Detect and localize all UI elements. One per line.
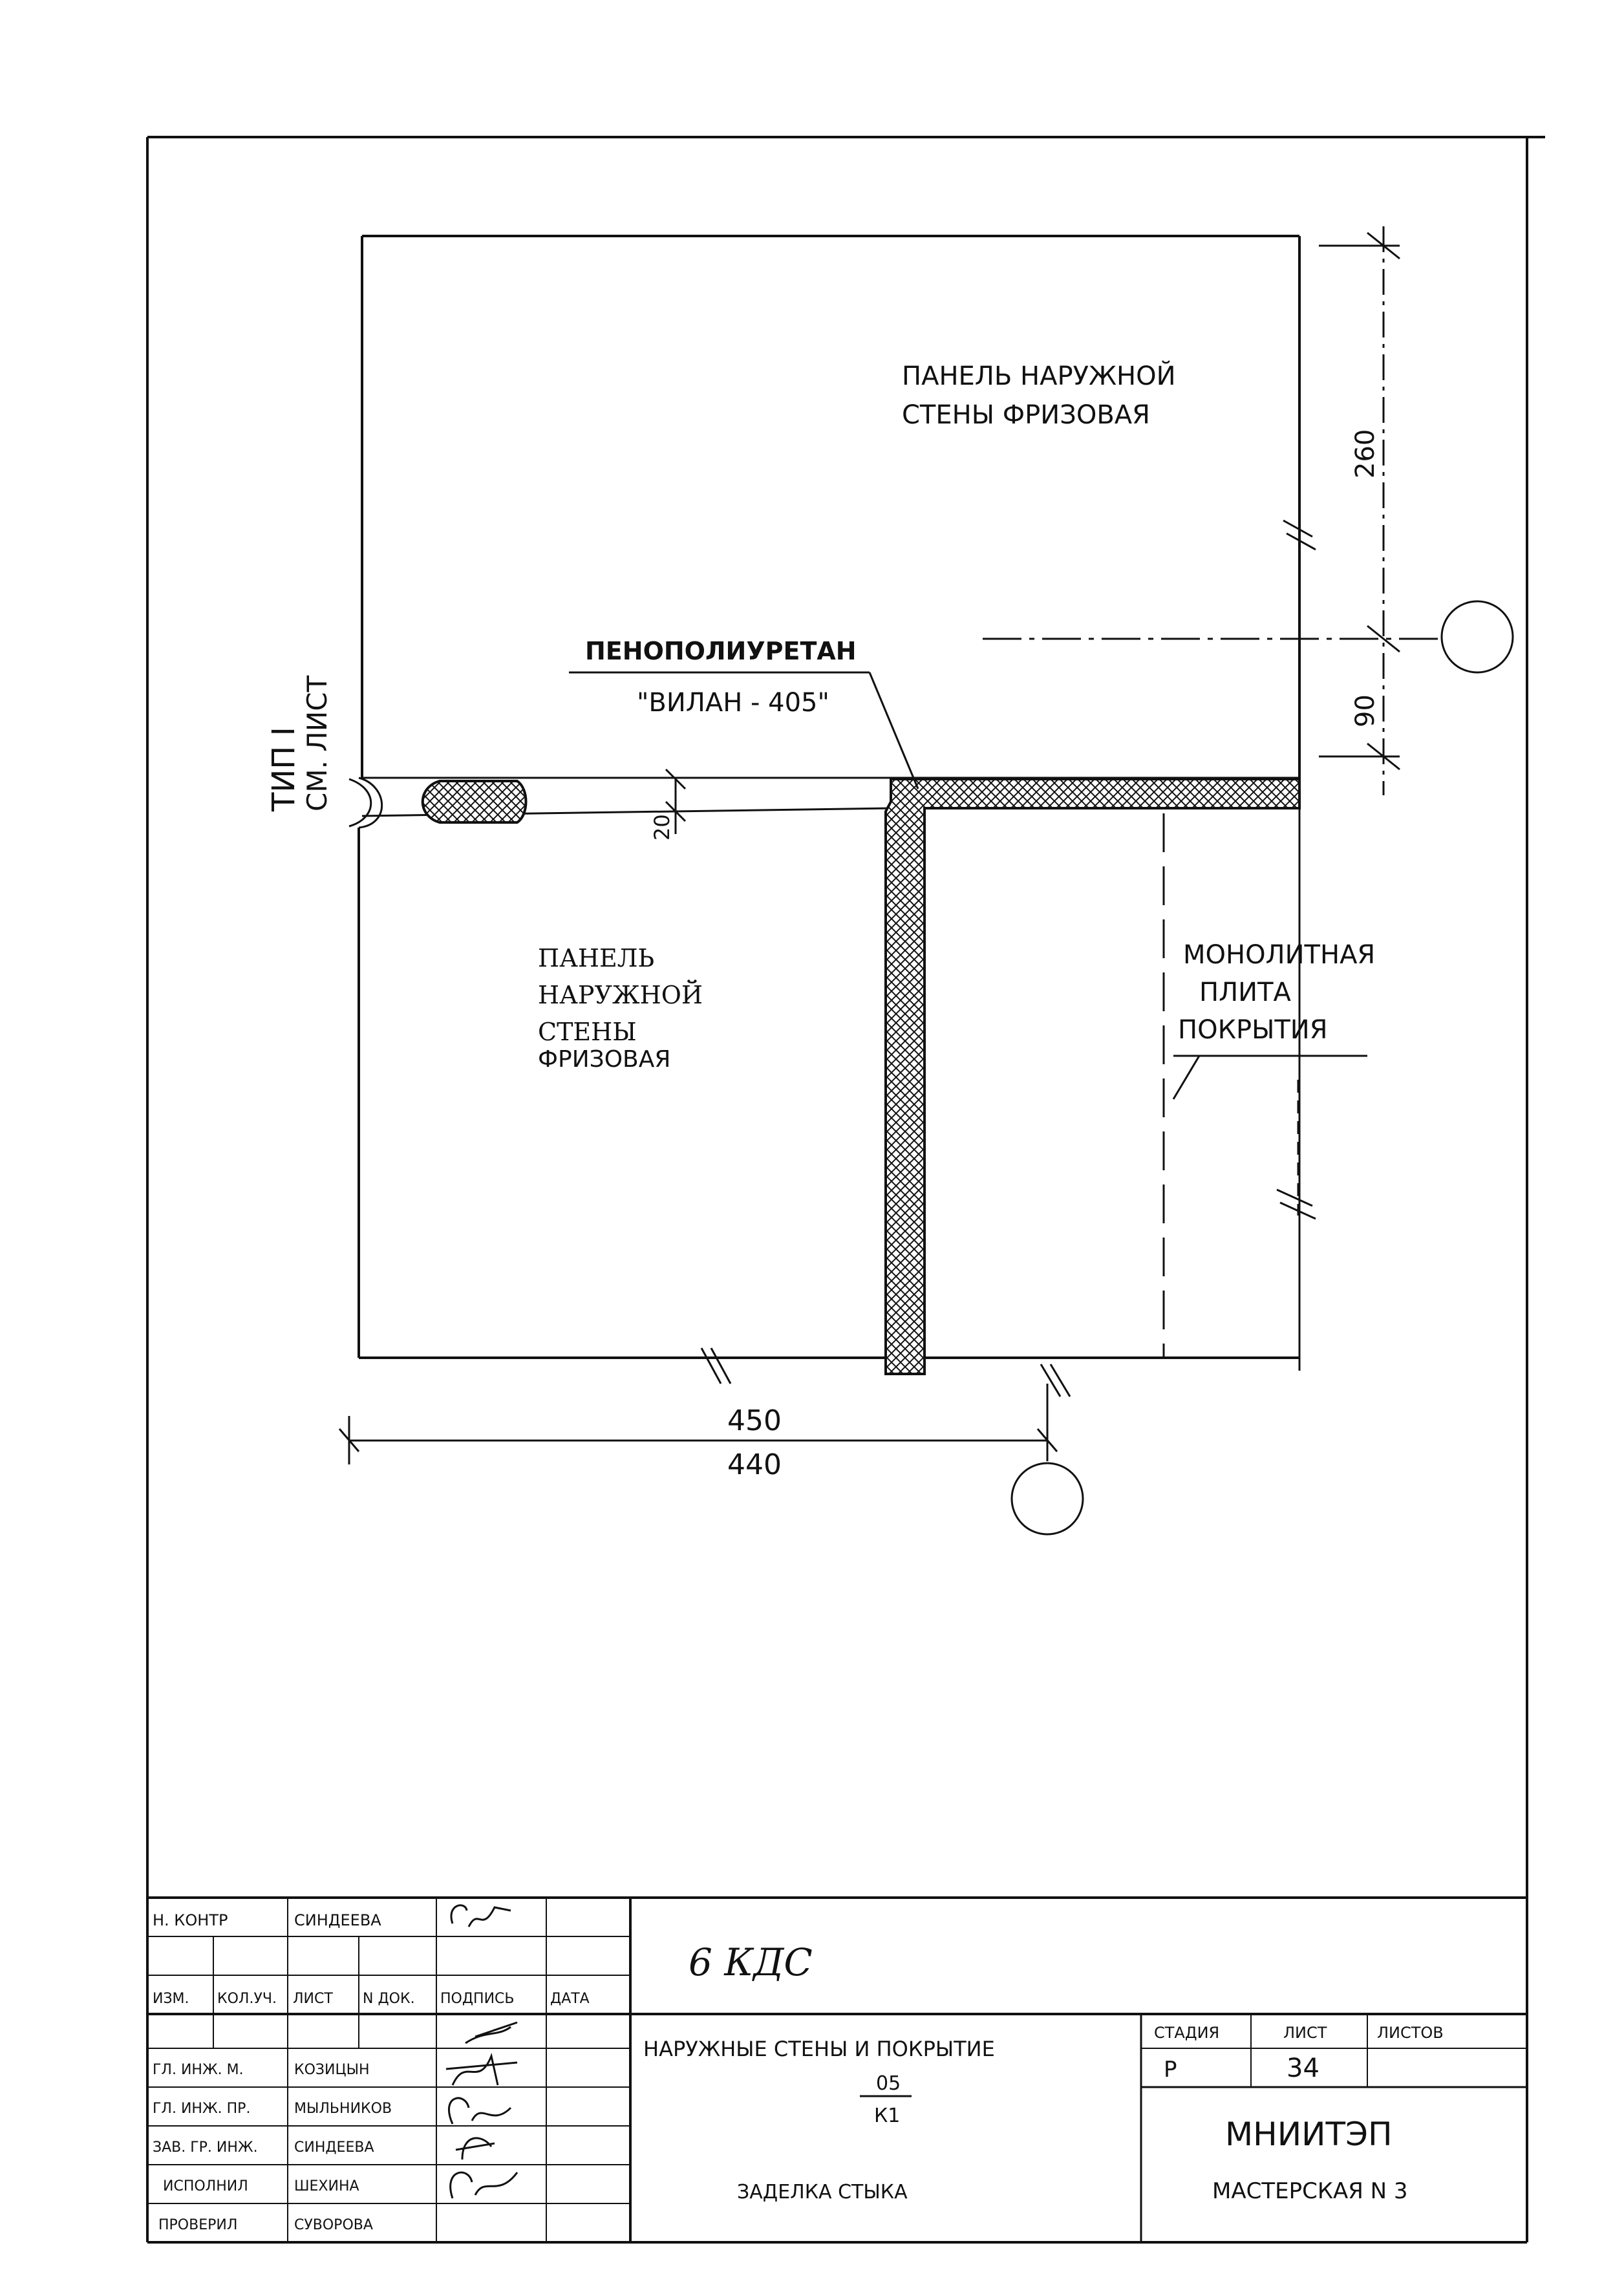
project-code: 6 КДС bbox=[689, 1940, 813, 1984]
axis-marker-right bbox=[1440, 600, 1514, 674]
dimension-450: 450 bbox=[727, 1404, 782, 1437]
dimension-440: 440 bbox=[727, 1448, 782, 1481]
role-chief-engineer-pr: ГЛ. ИНЖ. ПР. bbox=[153, 2101, 250, 2117]
left-panel-label-line2: НАРУЖНОЙ bbox=[538, 980, 703, 1009]
left-panel-label-line3: СТЕНЫ bbox=[538, 1018, 637, 1046]
sheet-header: ЛИСТ bbox=[1283, 2024, 1327, 2042]
foam-fill bbox=[421, 778, 1301, 1375]
name-chief-engineer-m: КОЗИЦЫН bbox=[294, 2062, 370, 2078]
left-panel-label-line1: ПАНЕЛЬ bbox=[538, 944, 654, 972]
dimension-90: 90 bbox=[1351, 694, 1380, 727]
sheet-value: 34 bbox=[1287, 2053, 1320, 2083]
axis-marker-bottom bbox=[1010, 1462, 1084, 1536]
name-norm-control: СИНДЕЕВА bbox=[294, 1911, 381, 1929]
upper-panel-outline bbox=[361, 235, 1316, 779]
drawing-fraction-bottom: К1 bbox=[874, 2105, 900, 2127]
section-title: НАРУЖНЫЕ СТЕНЫ И ПОКРЫТИЕ bbox=[643, 2037, 995, 2061]
role-executor: ИСПОЛНИЛ bbox=[163, 2178, 248, 2194]
slab-label-line2: ПЛИТА bbox=[1199, 978, 1292, 1007]
header-podpis: ПОДПИСЬ bbox=[440, 1991, 515, 2007]
header-n-dok: N ДОК. bbox=[363, 1991, 415, 2007]
role-group-head: ЗАВ. ГР. ИНЖ. bbox=[153, 2139, 258, 2156]
leader-lines bbox=[569, 671, 1367, 1100]
role-chief-engineer-m: ГЛ. ИНЖ. М. bbox=[153, 2062, 244, 2078]
workshop-name: МАСТЕРСКАЯ N 3 bbox=[1212, 2178, 1408, 2204]
dimension-20: 20 bbox=[650, 814, 674, 841]
sheet-frame bbox=[146, 136, 1545, 2244]
header-list: ЛИСТ bbox=[293, 1991, 333, 2007]
header-kol-uch: КОЛ.УЧ. bbox=[217, 1991, 277, 2007]
sheet-title: ЗАДЕЛКА СТЫКА bbox=[737, 2181, 908, 2203]
role-checker: ПРОВЕРИЛ bbox=[158, 2217, 237, 2233]
lower-panel-outline bbox=[358, 802, 1316, 1397]
sheets-header: ЛИСТОВ bbox=[1377, 2024, 1444, 2042]
role-norm-control: Н. КОНТР bbox=[153, 1911, 228, 1929]
signatures bbox=[445, 1904, 518, 2199]
slab-label-line1: МОНОЛИТНАЯ bbox=[1183, 940, 1375, 970]
name-chief-engineer-pr: МЫЛЬНИКОВ bbox=[294, 2101, 392, 2117]
foam-label-line1: ПЕНОПОЛИУРЕТАН bbox=[585, 637, 857, 665]
organization-name: МНИИТЭП bbox=[1225, 2116, 1393, 2153]
dimension-260: 260 bbox=[1351, 429, 1380, 478]
name-group-head: СИНДЕЕВА bbox=[294, 2139, 374, 2156]
stage-value: Р bbox=[1164, 2057, 1177, 2083]
dimension-lines bbox=[338, 226, 1438, 1464]
type-note-line1: ТИП I bbox=[266, 727, 302, 812]
drawing-fraction-top: 05 bbox=[876, 2072, 901, 2095]
header-data: ДАТА bbox=[550, 1991, 590, 2007]
stage-header: СТАДИЯ bbox=[1154, 2024, 1219, 2042]
name-checker: СУВОРОВА bbox=[294, 2217, 373, 2233]
slab-label-line3: ПОКРЫТИЯ bbox=[1178, 1015, 1328, 1045]
top-panel-label-line2: СТЕНЫ ФРИЗОВАЯ bbox=[902, 400, 1150, 430]
top-panel-label-line1: ПАНЕЛЬ НАРУЖНОЙ bbox=[902, 360, 1176, 391]
left-panel-label-line4: ФРИЗОВАЯ bbox=[538, 1046, 670, 1073]
foam-label-line2: "ВИЛАН - 405" bbox=[637, 688, 829, 718]
header-izm: ИЗМ. bbox=[153, 1991, 189, 2007]
type-note-line2: СМ. ЛИСТ bbox=[301, 675, 333, 811]
title-block-grid bbox=[147, 1896, 1527, 2242]
joint-open-end bbox=[348, 777, 383, 829]
name-executor: ШЕХИНА bbox=[294, 2178, 359, 2194]
